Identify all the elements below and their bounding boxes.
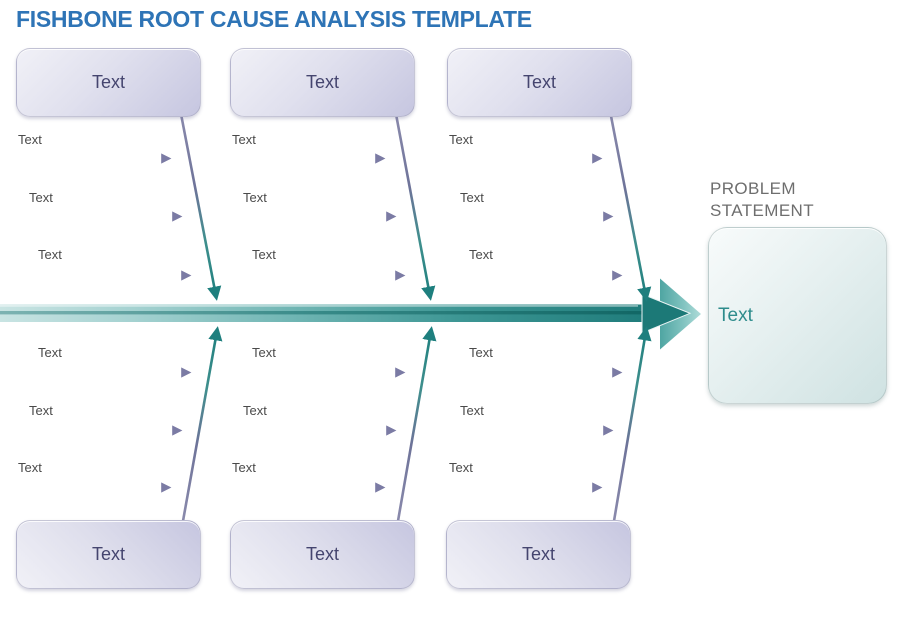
diagonal-bone	[394, 113, 436, 301]
category-label: Text	[91, 544, 125, 564]
problem-statement-label: PROBLEM STATEMENT	[710, 179, 815, 221]
diagonal-bone	[181, 326, 223, 522]
cause-label[interactable]: Text	[469, 345, 493, 360]
category-box-top-3[interactable]: Text	[447, 48, 632, 117]
cause-label[interactable]: Text	[449, 132, 473, 147]
diagonal-bones	[179, 113, 652, 522]
cause-label[interactable]: Text	[29, 190, 53, 205]
cause-label[interactable]: Text	[18, 460, 42, 475]
problem-statement-box[interactable]: Text	[708, 227, 887, 404]
category-box-top-2[interactable]: Text	[230, 48, 415, 117]
cause-arrows	[18, 153, 623, 493]
cause-label[interactable]: Text	[38, 247, 62, 262]
cause-label[interactable]: Text	[232, 460, 256, 475]
cause-label[interactable]: Text	[18, 132, 42, 147]
cause-label[interactable]: Text	[460, 190, 484, 205]
cause-label[interactable]: Text	[243, 403, 267, 418]
category-label: Text	[305, 544, 339, 564]
diagonal-bone	[612, 326, 652, 522]
cause-label[interactable]: Text	[252, 345, 276, 360]
diagonal-bone	[609, 115, 652, 302]
category-label: Text	[91, 72, 125, 92]
category-label: Text	[521, 544, 555, 564]
spine-arrowhead	[641, 293, 692, 334]
category-label: Text	[305, 72, 339, 92]
cause-label[interactable]: Text	[460, 403, 484, 418]
problem-statement-text: Text	[718, 304, 753, 326]
diagonal-bone	[179, 113, 222, 301]
category-box-top-1[interactable]: Text	[16, 48, 201, 117]
category-box-bottom-3[interactable]: Text	[446, 520, 631, 589]
cause-label[interactable]: Text	[38, 345, 62, 360]
category-box-bottom-2[interactable]: Text	[230, 520, 415, 589]
page-title: FISHBONE ROOT CAUSE ANALYSIS TEMPLATE	[16, 6, 532, 32]
cause-label[interactable]: Text	[469, 247, 493, 262]
cause-label[interactable]: Text	[449, 460, 473, 475]
cause-label[interactable]: Text	[243, 190, 267, 205]
cause-label[interactable]: Text	[232, 132, 256, 147]
diagonal-bone	[396, 326, 437, 522]
cause-label[interactable]: Text	[29, 403, 53, 418]
cause-label[interactable]: Text	[252, 247, 276, 262]
category-box-bottom-1[interactable]: Text	[16, 520, 201, 589]
spine-arrow	[0, 278, 701, 350]
category-label: Text	[522, 72, 556, 92]
